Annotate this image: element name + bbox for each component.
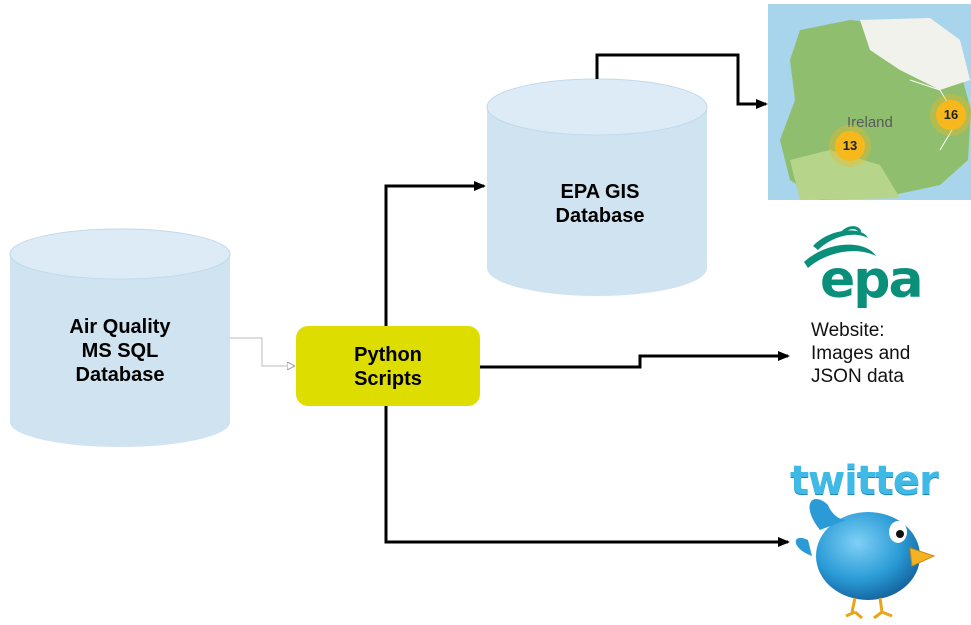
air-quality-db-label-line-2: MS SQL (81, 340, 159, 362)
arrow-db-to-python (230, 337, 294, 366)
python-scripts-box (296, 326, 480, 406)
website-output-label: Website: Images and JSON data (811, 320, 910, 388)
arrow-python-to-gis (384, 181, 486, 326)
map-cluster-marker: 13 (835, 131, 865, 161)
epa-gis-db-label-line-2: Database (555, 205, 645, 227)
python-scripts-label: Python Scripts (296, 343, 480, 391)
website-output-line-1: Website: (811, 320, 885, 341)
twitter-bird-icon (795, 499, 936, 620)
air-quality-db-label: Air Quality MS SQL Database (30, 315, 210, 387)
map-cluster-marker: 16 (936, 100, 966, 130)
arrow-gis-to-map (595, 53, 768, 109)
epa-gis-db-label-line-1: EPA GIS (560, 181, 640, 203)
arrow-python-to-twitter (384, 406, 790, 547)
website-output-line-2: Images and (811, 342, 911, 364)
python-scripts-label-line-1: Python (354, 344, 422, 366)
epa-logo-icon (804, 226, 876, 268)
map-thumbnail-icon (768, 4, 971, 200)
arrow-python-to-website (480, 351, 790, 369)
python-scripts-label-line-2: Scripts (354, 368, 422, 390)
website-output-line-3: JSON data (811, 365, 904, 387)
air-quality-database (9, 228, 231, 447)
epa-logo-text: epa (820, 250, 924, 310)
air-quality-db-label-line-3: Database (75, 364, 165, 386)
epa-gis-database (486, 78, 708, 296)
air-quality-db-label-line-1: Air Quality (69, 316, 171, 338)
twitter-logo-text: twitter (790, 458, 939, 504)
map-place-label: Ireland (847, 114, 893, 131)
epa-gis-db-label: EPA GIS Database (500, 180, 700, 228)
